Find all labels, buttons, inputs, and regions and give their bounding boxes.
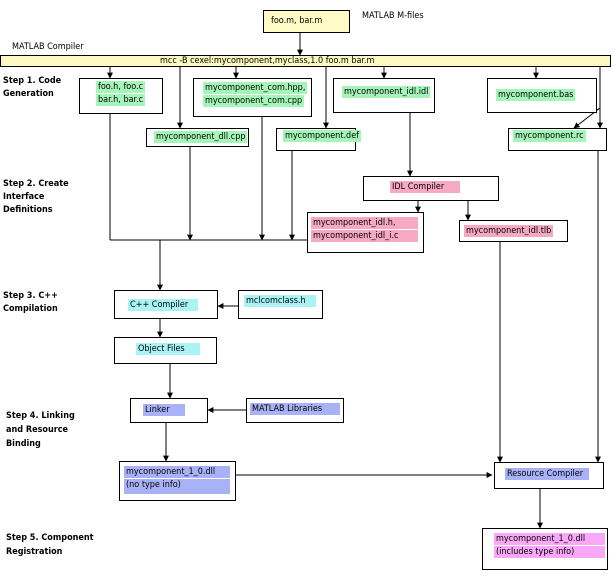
step4-line1: Step 4. Linking: [6, 411, 75, 421]
dll-notype-line2: (no type info): [124, 479, 230, 494]
resource-compiler-label: Resource Compiler: [505, 468, 589, 480]
foo-c-line1: foo.h, foo.c: [96, 81, 146, 93]
idl-compiler-label: IDL Compiler: [390, 181, 460, 193]
mfiles-label: foo.m, bar.m: [271, 16, 323, 26]
step5-line2: Registration: [6, 547, 63, 557]
matlab-mfiles-caption: MATLAB M-files: [362, 11, 424, 21]
mfiles-box: [263, 10, 350, 33]
com-line2: mycomponent_com.cpp: [203, 95, 305, 107]
step4-line2: and Resource: [6, 425, 69, 435]
bas-label: mycomponent.bas: [496, 89, 576, 101]
idl-label: mycomponent_idl.idl: [342, 86, 431, 98]
step5-line1: Step 5. Component: [6, 533, 94, 543]
com-line1: mycomponent_com.hpp,: [203, 82, 308, 94]
def-label: mycomponent.def: [283, 130, 362, 142]
object-files-label: Object Files: [136, 343, 200, 355]
matlab-compiler-caption: MATLAB Compiler: [12, 42, 84, 52]
cpp-compiler-label: C++ Compiler: [128, 299, 198, 311]
step1-line2: Generation: [3, 89, 54, 99]
rc-label: mycomponent.rc: [513, 130, 586, 142]
tlb-label: mycomponent_idl.tlb: [464, 225, 554, 237]
dll-final-line1: mycomponent_1_0.dll: [494, 533, 605, 545]
dll-notype-line1: mycomponent_1_0.dll: [124, 466, 230, 478]
step2-line1: Step 2. Create: [3, 179, 69, 189]
idl-output-line1: mycomponent_idl.h,: [311, 217, 418, 229]
idl-output-line2: mycomponent_idl_i.c: [311, 230, 418, 242]
dll-final-line2: (includes type info): [494, 546, 605, 558]
matlab-libraries-label: MATLAB Libraries: [250, 403, 340, 415]
step3-line1: Step 3. C++: [3, 291, 58, 301]
step2-line2: Interface: [3, 192, 45, 202]
step4-line3: Binding: [6, 439, 41, 449]
linker-label: Linker: [143, 404, 185, 416]
foo-c-line2: bar.h, bar.c: [96, 94, 146, 106]
step2-line3: Definitions: [3, 205, 53, 215]
command-text: mcc -B cexel:mycomponent,myclass,1.0 foo…: [160, 56, 375, 66]
dll-cpp-label: mycomponent_dll.cpp: [154, 131, 248, 143]
mclcomclass-label: mclcomclass.h: [244, 295, 316, 307]
step3-line2: Compilation: [3, 304, 58, 314]
command-bar: [0, 55, 611, 67]
step1-line1: Step 1. Code: [3, 76, 62, 86]
